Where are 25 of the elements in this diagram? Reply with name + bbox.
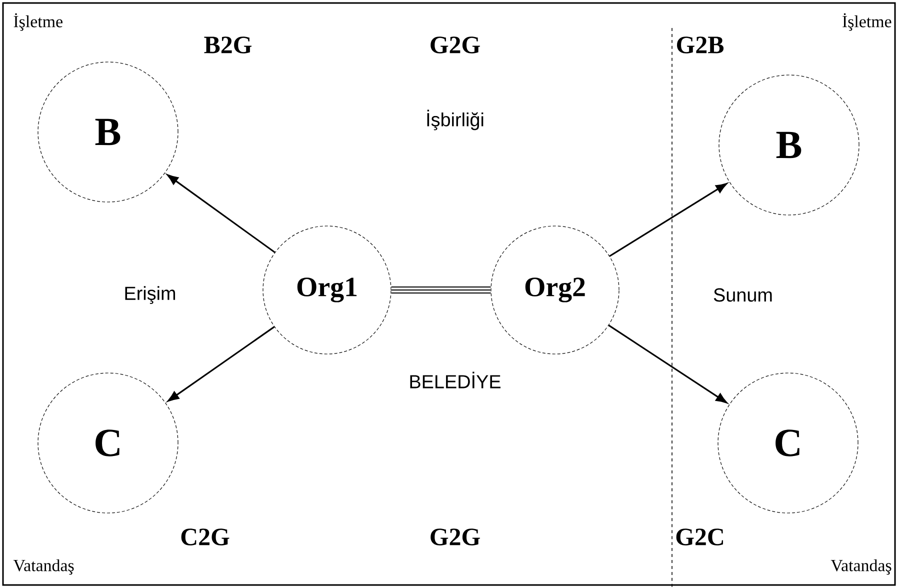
circle-node: B [38,62,178,202]
arrow [167,174,276,254]
side-label: İşletme [840,12,893,32]
model-label: G2G [428,36,482,54]
side-label: İşletme [12,12,64,32]
region-label: Erişim [122,285,178,305]
side-label: Vatandaş [830,558,893,576]
arrow [609,183,728,257]
arrow [608,324,728,404]
circle-node: B [718,74,860,216]
model-label: B2G [202,36,254,54]
connector-line [390,286,492,294]
region-label: BELEDİYE [408,370,502,390]
circle-node: C [718,372,858,514]
circle-node: Org2 [490,226,620,354]
circle-node: Org1 [262,226,392,354]
model-label: G2C [674,528,726,546]
circle-node: C [38,372,178,514]
model-label: G2B [674,36,726,54]
region-label: Sunum [712,287,774,303]
arrow [168,326,275,402]
model-label: G2G [428,528,482,546]
model-label: C2G [179,528,231,546]
region-label: İşbirliği [424,108,486,132]
side-label: Vatandaş [12,558,76,576]
